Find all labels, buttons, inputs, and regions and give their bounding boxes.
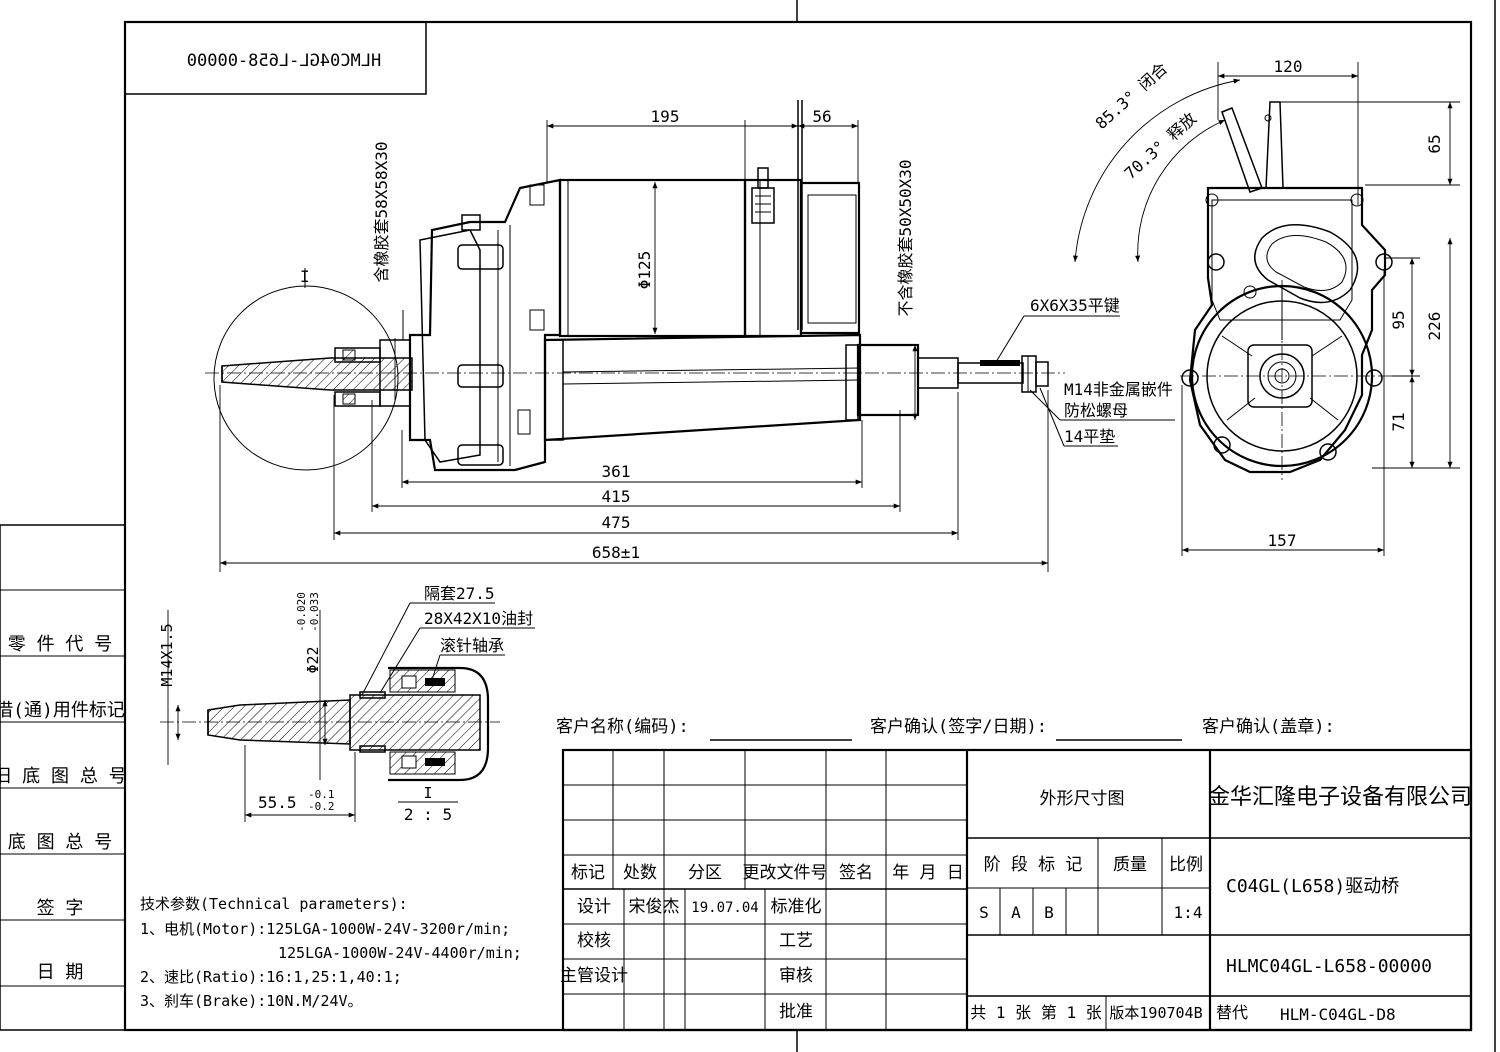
dim-226: 226	[1425, 312, 1444, 341]
tech-line3: 2、速比(Ratio):16:1,25:1,40:1;	[140, 968, 402, 986]
tb-designer: 宋俊杰	[629, 897, 680, 917]
tech-line4: 3、刹车(Brake):10N.M/24V。	[140, 992, 363, 1010]
tb-stage: 阶 段 标 记	[984, 855, 1083, 875]
detail-length: 55.5	[258, 793, 297, 812]
detail-bearing: 滚针轴承	[440, 636, 504, 655]
tb-replace-no: HLM-C04GL-D8	[1280, 1005, 1396, 1024]
tb-replace-label: 替代	[1216, 1003, 1248, 1022]
label-key: 6X6X35平键	[1030, 296, 1120, 315]
tb-company: 金华汇隆电子设备有限公司	[1208, 785, 1472, 810]
tb-sheets: 共 1 张 第 1 张	[970, 1003, 1101, 1022]
label-nut-line1: M14非金属嵌件	[1064, 380, 1173, 399]
detail-dia: Φ22	[304, 646, 322, 673]
label-nut-line2: 防松螺母	[1064, 401, 1128, 420]
detail-mark-I: I	[300, 267, 310, 286]
detail-length-tol-low: -0.2	[308, 800, 335, 813]
tb-stage-b: B	[1044, 903, 1054, 922]
strip-base-no: 底 图 总 号	[8, 832, 113, 853]
left-strip	[0, 524, 126, 1031]
dim-195: 195	[651, 107, 680, 126]
tech-line1: 1、电机(Motor):125LGA-1000W-24V-3200r/min;	[140, 920, 510, 938]
dim-71: 71	[1389, 412, 1408, 431]
tb-review: 审核	[779, 966, 813, 986]
dim-415: 415	[602, 487, 631, 506]
detail-seal: 28X42X10油封	[424, 609, 533, 628]
tb-drawing-type: 外形尺寸图	[1040, 789, 1125, 809]
strip-sign: 签 字	[37, 898, 84, 919]
tb-scale-value: 1:4	[1174, 903, 1203, 922]
tb-stage-s: S	[979, 903, 989, 922]
dim-motor-dia: Φ125	[635, 251, 654, 290]
detail-scale: 2 : 5	[404, 805, 452, 824]
tb-mass: 质量	[1113, 855, 1147, 875]
strip-part-code: 零 件 代 号	[8, 634, 113, 655]
label-rubber-right: 不含橡胶套50X50X30	[896, 159, 915, 316]
dim-65: 65	[1425, 134, 1444, 153]
tb-process: 工艺	[779, 931, 813, 951]
tb-design: 设计	[577, 897, 611, 917]
angle-close: 85.3° 闭合	[1092, 59, 1171, 133]
detail-dia-tol-low: -0.033	[308, 592, 321, 632]
detail-view-dimensions	[167, 602, 535, 822]
rev-col-sign: 签名	[839, 863, 873, 883]
dim-95: 95	[1389, 310, 1408, 329]
rev-col-date: 年 月 日	[892, 863, 963, 883]
dim-475: 475	[602, 513, 631, 532]
tb-check: 校核	[577, 931, 611, 951]
tech-line2: 125LGA-1000W-24V-4400r/min;	[278, 944, 522, 962]
dim-56: 56	[812, 107, 831, 126]
tech-title: 技术参数(Technical parameters):	[140, 895, 408, 913]
main-view-dimensions	[219, 120, 1175, 572]
tb-approve: 批准	[779, 1002, 813, 1022]
dim-157: 157	[1268, 531, 1297, 550]
side-view-dimensions	[1181, 62, 1460, 556]
dim-120: 120	[1274, 57, 1303, 76]
tb-product: C04GL(L658)驱动桥	[1226, 876, 1399, 897]
detail-scale-mark: I	[423, 784, 432, 802]
dim-658: 658±1	[592, 543, 640, 562]
detail-view	[160, 666, 500, 782]
rev-col-zone: 分区	[688, 863, 722, 883]
tb-standardize: 标准化	[771, 897, 822, 917]
main-view	[205, 100, 1065, 472]
strip-borrow-mark: 借(通)用件标记	[0, 700, 125, 721]
customer-name: 客户名称(编码):	[556, 717, 689, 737]
mirrored-drawing-code: HLMC04GL-L658-00000	[187, 51, 381, 71]
rev-col-mark: 标记	[571, 863, 605, 883]
angle-release: 70.3° 释放	[1121, 109, 1200, 183]
rev-col-docno: 更改文件号	[743, 863, 828, 883]
tb-version: 版本190704B	[1109, 1004, 1202, 1022]
detail-spacer: 隔套27.5	[424, 584, 495, 603]
rev-col-count: 处数	[623, 863, 657, 883]
detail-thread: M14X1.5	[158, 623, 176, 686]
label-washer: 14平垫	[1064, 427, 1115, 446]
tb-stage-a: A	[1011, 903, 1021, 922]
tb-scale-label: 比例	[1169, 855, 1203, 875]
strip-old-base-no: 旧 底 图 总 号	[0, 766, 127, 787]
title-block	[561, 748, 1473, 1032]
side-view	[1072, 78, 1400, 480]
detail-length-tol-up: -0.1	[308, 788, 335, 801]
strip-date: 日 期	[37, 962, 84, 983]
tb-chief: 主管设计	[560, 966, 628, 986]
dim-361: 361	[602, 462, 631, 481]
tb-drawing-no: HLMC04GL-L658-00000	[1226, 956, 1432, 977]
customer-confirm-seal: 客户确认(盖章):	[1202, 717, 1335, 737]
tb-design-date: 19.07.04	[691, 900, 758, 916]
label-rubber-left: 含橡胶套58X58X30	[372, 141, 391, 282]
customer-confirm-sign: 客户确认(签字/日期):	[870, 717, 1047, 737]
detail-dia-tol-up: -0.020	[295, 592, 308, 632]
